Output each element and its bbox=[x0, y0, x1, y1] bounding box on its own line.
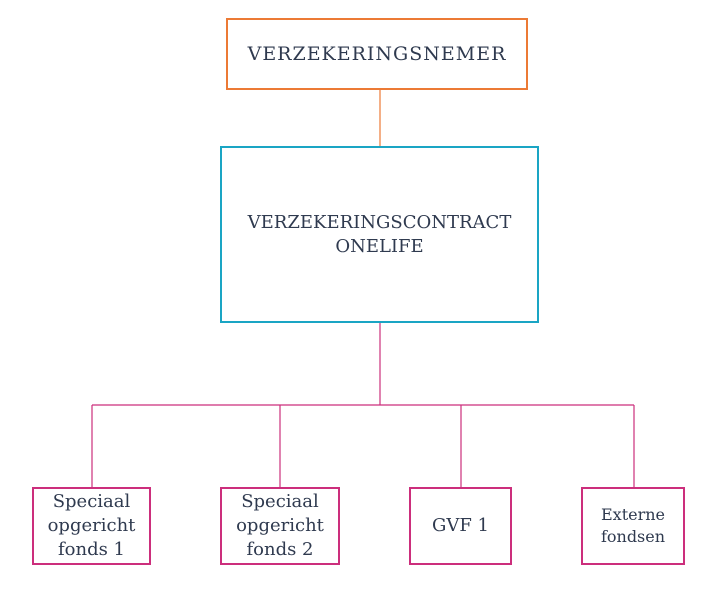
fund-3-label: GVF 1 bbox=[431, 515, 490, 536]
contract-label-line2: ONELIFE bbox=[335, 235, 424, 257]
fund-4-label-line2: fondsen bbox=[600, 527, 666, 546]
fund-1-label-line2: opgericht bbox=[47, 515, 136, 536]
fund-2-label-line1: Speciaal bbox=[241, 491, 319, 512]
fund-1-label-line3: fonds 1 bbox=[57, 539, 126, 560]
policyholder-node: VERZEKERINGSNEMER bbox=[226, 18, 528, 90]
fund-node-2: Speciaal opgericht fonds 2 bbox=[220, 487, 340, 565]
fund-2-label-line3: fonds 2 bbox=[246, 539, 314, 560]
fund-2-label-line2: opgericht bbox=[236, 515, 324, 536]
fund-1-label-line1: Speciaal bbox=[52, 491, 131, 512]
contract-label-line1: VERZEKERINGSCONTRACT bbox=[247, 211, 512, 233]
fund-node-1: Speciaal opgericht fonds 1 bbox=[32, 487, 151, 565]
fund-4-label-line1: Externe bbox=[600, 505, 666, 524]
policyholder-label: VERZEKERINGSNEMER bbox=[247, 43, 507, 65]
fund-node-4: Externe fondsen bbox=[581, 487, 685, 565]
contract-node: VERZEKERINGSCONTRACT ONELIFE bbox=[220, 146, 539, 323]
fund-node-3: GVF 1 bbox=[409, 487, 512, 565]
